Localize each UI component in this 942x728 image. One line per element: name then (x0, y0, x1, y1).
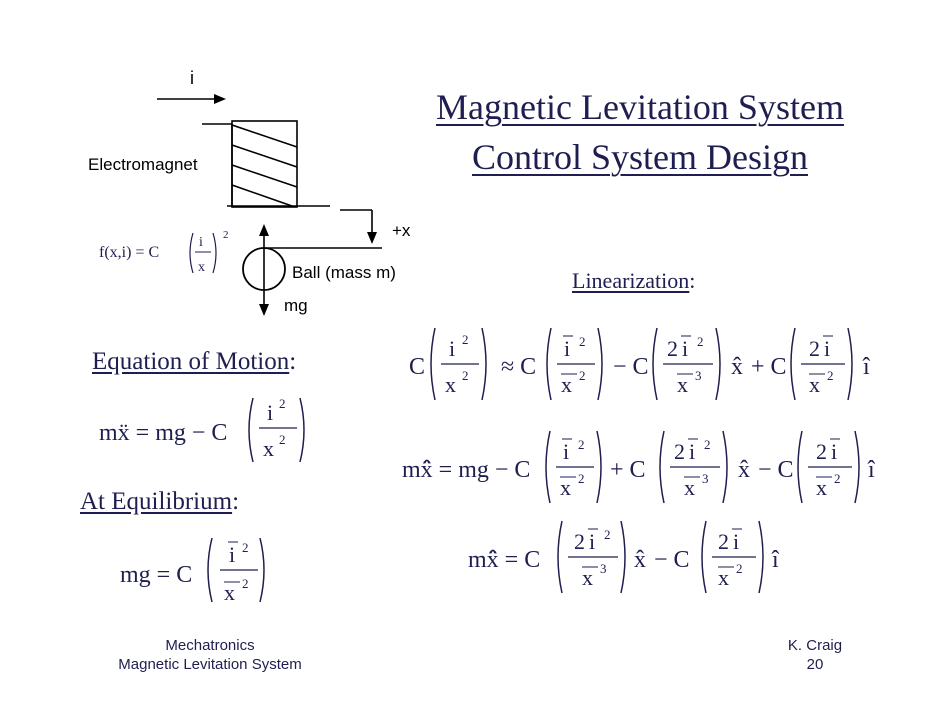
svg-text:− C: − C (613, 354, 649, 380)
svg-text:x: x (560, 475, 571, 500)
footer-author: K. Craig (787, 637, 843, 654)
footer-left: Mechatronics Magnetic Levitation System (100, 637, 320, 673)
linearization-equation-1: C i 2 x 2 ≈ C i 2 x 2 − C 2 i 2 x 3 x̂ +… (409, 327, 871, 401)
force-den: x (198, 260, 205, 275)
svg-text:x: x (263, 436, 274, 461)
footer-right: K. Craig 20 (760, 637, 870, 673)
svg-text:2: 2 (242, 540, 249, 555)
svg-text:i: i (682, 336, 688, 361)
svg-text:2: 2 (462, 368, 469, 383)
force-lhs: f(x,i) = C (99, 244, 159, 261)
svg-text:2: 2 (462, 332, 469, 347)
svg-text:x̂: x̂ (738, 457, 750, 483)
svg-text:C: C (409, 354, 425, 380)
svg-text:3: 3 (702, 471, 709, 486)
slide-title-line1: Magnetic Levitation System (436, 87, 844, 127)
svg-text:i: i (564, 336, 570, 361)
equilibrium-equation: mg = C i 2 x 2 (120, 537, 265, 605)
svg-text:x: x (809, 372, 820, 397)
weight-label: mg (284, 296, 308, 315)
svg-text:2: 2 (279, 432, 286, 447)
svg-text:x: x (561, 372, 572, 397)
svg-text:i: i (267, 400, 273, 425)
svg-text:x: x (677, 372, 688, 397)
force-equation: f(x,i) = C i x 2 (99, 229, 229, 275)
svg-text:2: 2 (579, 334, 586, 349)
svg-text:î: î (862, 354, 871, 380)
svg-text:x: x (445, 372, 456, 397)
svg-text:2: 2 (736, 561, 743, 576)
electromagnet-core (231, 120, 298, 208)
svg-text:i: i (449, 336, 455, 361)
svg-text:2: 2 (578, 437, 585, 452)
electromagnet-label: Electromagnet (88, 155, 198, 174)
svg-text:2: 2 (604, 527, 611, 542)
svg-text:2: 2 (816, 439, 827, 464)
svg-text:2: 2 (697, 334, 704, 349)
force-exp: 2 (223, 229, 229, 241)
svg-text:x̂: x̂ (634, 547, 646, 573)
svg-text:− C: − C (758, 457, 794, 483)
ball-label: Ball (mass m) (292, 263, 396, 282)
svg-text:mx̂̈ = mg − C: mx̂̈ = mg − C (402, 457, 530, 483)
footer-page-number: 20 (806, 656, 824, 673)
svg-text:2: 2 (667, 336, 678, 361)
svg-text:≈ C: ≈ C (501, 354, 536, 380)
slide-title-line2: Control System Design (471, 137, 808, 177)
footer-course: Mechatronics (165, 637, 255, 654)
svg-text:i: i (824, 336, 830, 361)
svg-text:+ C: + C (610, 457, 646, 483)
footer-topic: Magnetic Levitation System (118, 656, 302, 673)
svg-text:x̂: x̂ (731, 354, 743, 380)
svg-text:i: i (563, 439, 569, 464)
svg-text:− C: − C (654, 547, 690, 573)
svg-text:x: x (816, 475, 827, 500)
svg-text:3: 3 (695, 368, 702, 383)
svg-text:x: x (582, 565, 593, 590)
linearization-equation-3: mx̂̈ = C 2 i 2 x 3 x̂ − C 2 i x 2 î (468, 520, 780, 594)
svg-text:+ C: + C (751, 354, 787, 380)
plus-x-label: +x (392, 221, 411, 240)
svg-text:2: 2 (574, 529, 585, 554)
heading-at-equilibrium: At Equilibrium: (80, 488, 240, 515)
current-arrowhead (214, 94, 226, 104)
svg-text:2: 2 (279, 396, 286, 411)
svg-text:i: i (689, 439, 695, 464)
svg-text:x: x (224, 580, 235, 605)
svg-text:î: î (771, 547, 780, 573)
svg-text:mx̂̈ = C: mx̂̈ = C (468, 547, 540, 573)
svg-text:2: 2 (718, 529, 729, 554)
heading-equation-of-motion: Equation of Motion: (92, 348, 297, 375)
svg-text:3: 3 (600, 561, 607, 576)
current-label: i (190, 68, 194, 88)
svg-text:î: î (867, 457, 876, 483)
svg-text:2: 2 (834, 471, 841, 486)
svg-text:x: x (718, 565, 729, 590)
svg-text:2: 2 (704, 437, 711, 452)
motion-lhs: mẍ = mg − C (99, 420, 227, 446)
force-num: i (199, 235, 203, 250)
svg-text:2: 2 (827, 368, 834, 383)
linearization-equation-2: mx̂̈ = mg − C i 2 x 2 + C 2 i 2 x 3 x̂ −… (402, 430, 876, 504)
svg-text:2: 2 (578, 471, 585, 486)
svg-text:i: i (589, 529, 595, 554)
equation-of-motion: mẍ = mg − C i 2 x 2 (99, 396, 305, 463)
plus-x-arrowhead (367, 232, 377, 244)
heading-linearization: Linearization: (572, 268, 696, 293)
magnetic-force-arrowhead (259, 224, 269, 236)
svg-text:2: 2 (242, 576, 249, 591)
svg-text:2: 2 (809, 336, 820, 361)
svg-text:2: 2 (579, 368, 586, 383)
svg-text:x: x (684, 475, 695, 500)
svg-text:i: i (733, 529, 739, 554)
weight-arrowhead (259, 304, 269, 316)
svg-text:i: i (831, 439, 837, 464)
equilibrium-lhs: mg = C (120, 562, 192, 588)
svg-text:2: 2 (674, 439, 685, 464)
svg-text:i: i (229, 542, 235, 567)
